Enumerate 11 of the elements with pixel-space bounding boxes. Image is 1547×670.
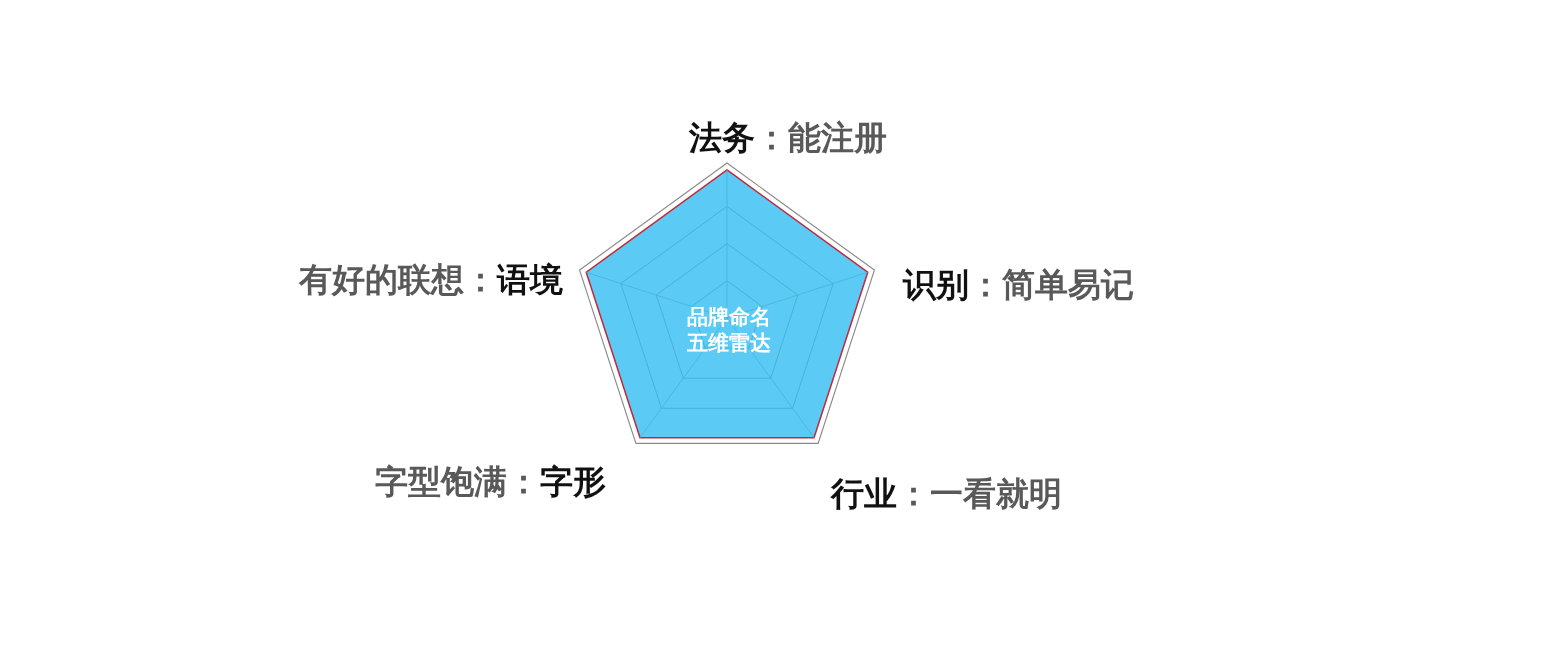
axis-label: 识别 xyxy=(903,266,969,304)
axis-label: 语境 xyxy=(497,261,563,299)
axis-label: 行业 xyxy=(831,475,897,513)
axis-label: 字型饱满： xyxy=(375,463,540,501)
axis-label: ：一看就明 xyxy=(897,475,1062,513)
axis-label: 字形 xyxy=(540,463,606,501)
axis-label: ：能注册 xyxy=(755,119,887,157)
axis-label: 法务 xyxy=(689,119,755,157)
chart-center-title: 品牌命名五维雷达 xyxy=(686,303,772,357)
axis-label: 有好的联想： xyxy=(299,261,497,299)
axis-label: ：简单易记 xyxy=(969,266,1134,304)
